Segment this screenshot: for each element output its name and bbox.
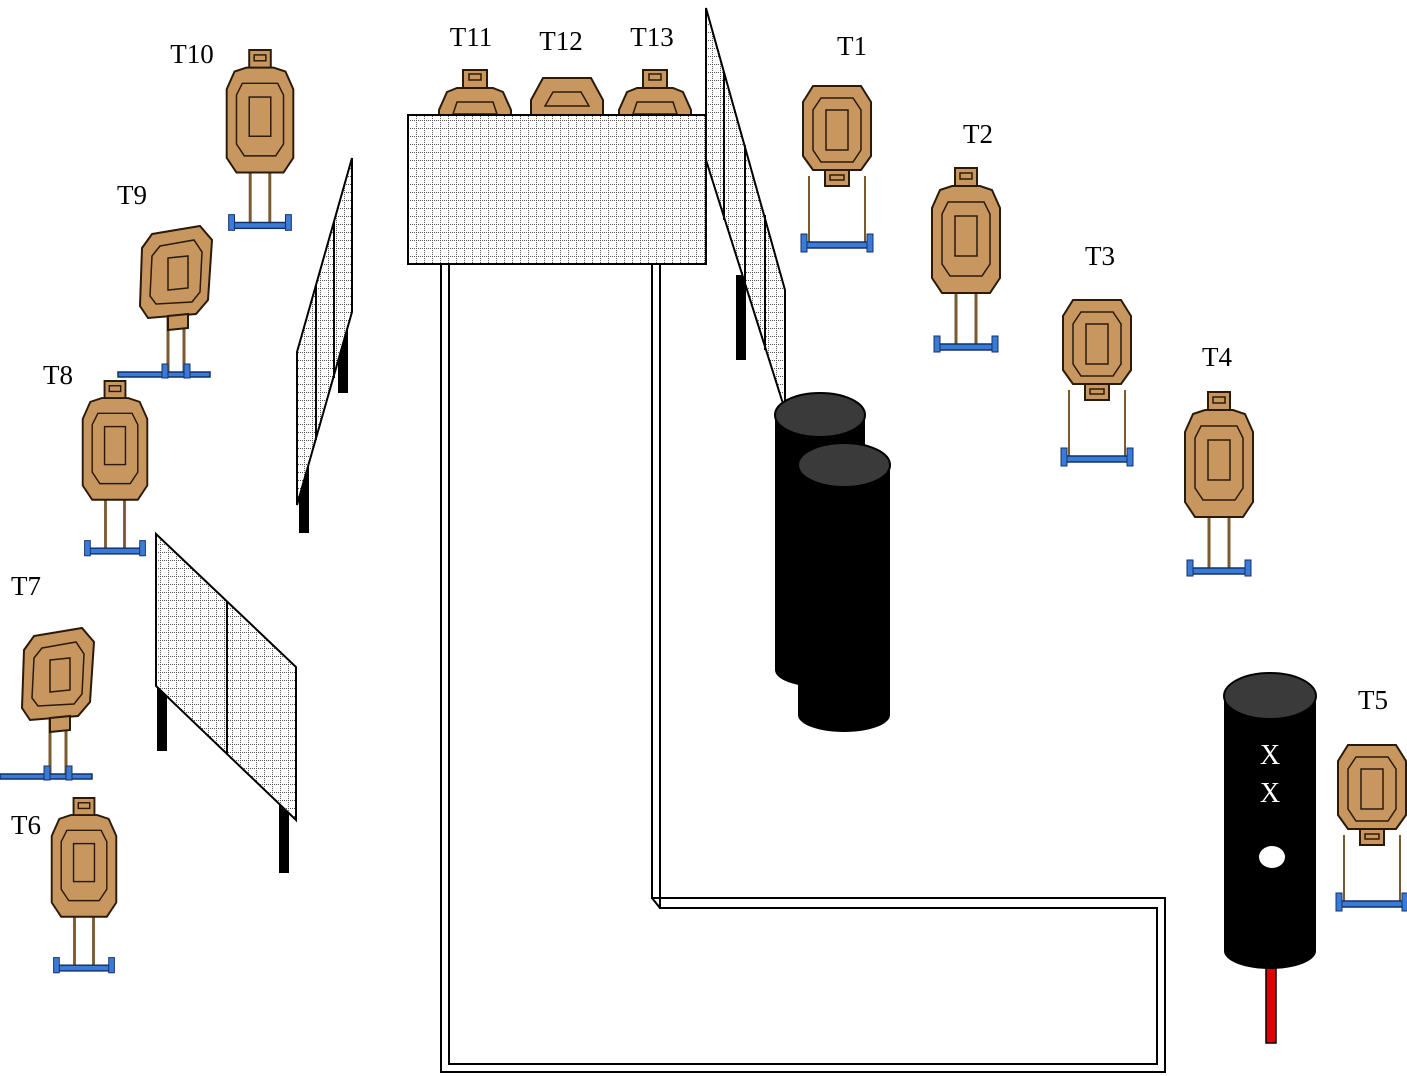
- label-T6: T6: [11, 810, 41, 840]
- target-T8: [81, 379, 149, 558]
- label-T1: T1: [837, 31, 867, 61]
- label-T10: T10: [170, 39, 214, 69]
- left-lower-wall: [155, 531, 297, 873]
- target-T3: [1060, 299, 1134, 467]
- label-T3: T3: [1085, 241, 1115, 271]
- label-T2: T2: [963, 119, 993, 149]
- target-T12: [530, 77, 604, 119]
- target-T13: [618, 69, 692, 121]
- target-T11: [438, 69, 512, 121]
- barrel-hole: [1259, 846, 1285, 868]
- label-T7: T7: [11, 571, 41, 601]
- target-T4: [1183, 390, 1255, 578]
- barrel-mark-1: X: [1260, 740, 1280, 771]
- target-T6: [50, 796, 118, 975]
- right-diagonal-wall: [705, 7, 786, 411]
- barrel-mark-2: X: [1260, 778, 1280, 809]
- left-upper-wall: [296, 157, 353, 533]
- fault-line-shooting-area: [440, 262, 1166, 1073]
- label-T11: T11: [450, 22, 493, 52]
- label-T12: T12: [539, 26, 583, 56]
- start-barrel: X X: [1223, 672, 1317, 1044]
- label-T5: T5: [1358, 685, 1388, 715]
- back-wall-mesh: [407, 114, 707, 265]
- target-T1: [800, 85, 874, 253]
- label-T4: T4: [1202, 342, 1232, 372]
- label-T9: T9: [117, 180, 147, 210]
- target-T5: [1335, 744, 1407, 912]
- label-T8: T8: [43, 360, 73, 390]
- label-T13: T13: [630, 22, 674, 52]
- target-T10: [225, 48, 295, 232]
- target-T9: [116, 224, 214, 380]
- barrel-front: [797, 442, 891, 732]
- target-T7: [0, 626, 96, 782]
- target-T2: [930, 166, 1002, 354]
- start-marker-post: [1265, 964, 1277, 1044]
